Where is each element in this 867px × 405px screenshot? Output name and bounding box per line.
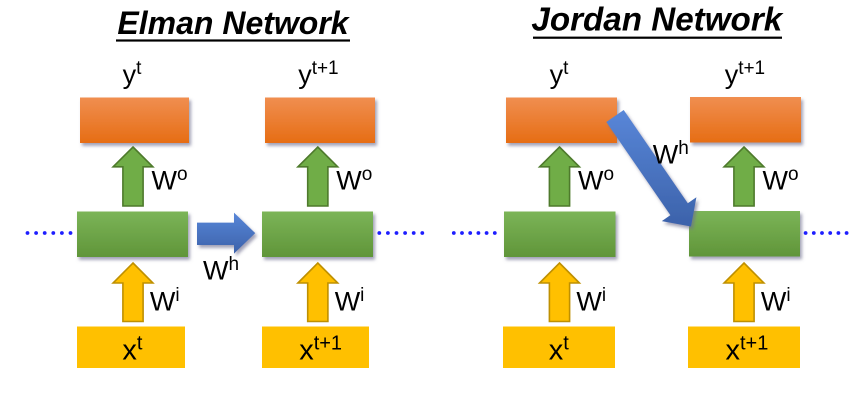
svg-text:Wi: Wi bbox=[761, 285, 791, 317]
svg-text:Wh: Wh bbox=[203, 254, 239, 286]
svg-text:yt+1: yt+1 bbox=[725, 58, 765, 90]
svg-text:Wi: Wi bbox=[335, 285, 365, 317]
svg-text:Elman Network: Elman Network bbox=[117, 5, 350, 41]
svg-text:Wi: Wi bbox=[576, 285, 606, 317]
svg-text:Wi: Wi bbox=[150, 285, 180, 317]
svg-text:Jordan Network: Jordan Network bbox=[531, 1, 783, 38]
